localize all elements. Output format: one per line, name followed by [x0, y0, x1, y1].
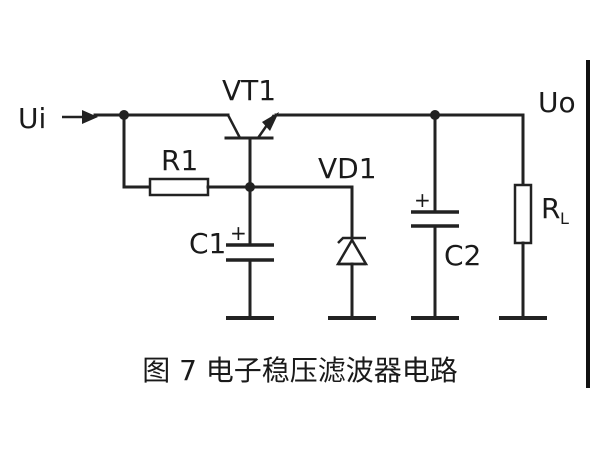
c1-plus-sign: +: [230, 221, 247, 245]
resistor-rl: [513, 183, 533, 245]
label-c1: C1: [189, 227, 226, 260]
input-arrow: [62, 110, 98, 124]
label-vt1: VT1: [222, 74, 276, 107]
label-output: Uo: [538, 86, 576, 119]
label-c2: C2: [444, 239, 481, 272]
figure-caption: 图 7 电子稳压滤波器电路: [142, 354, 458, 387]
zener-diode-vd1: [335, 236, 369, 266]
label-vd1: VD1: [318, 152, 377, 185]
label-r1: R1: [161, 144, 198, 177]
label-input: Ui: [18, 102, 46, 135]
label-rl-main: R: [541, 192, 560, 225]
c2-plus-sign: +: [414, 188, 431, 212]
label-rl-sub: L: [560, 209, 569, 228]
resistor-r1: [148, 177, 210, 197]
transistor-vt1: [224, 112, 279, 189]
